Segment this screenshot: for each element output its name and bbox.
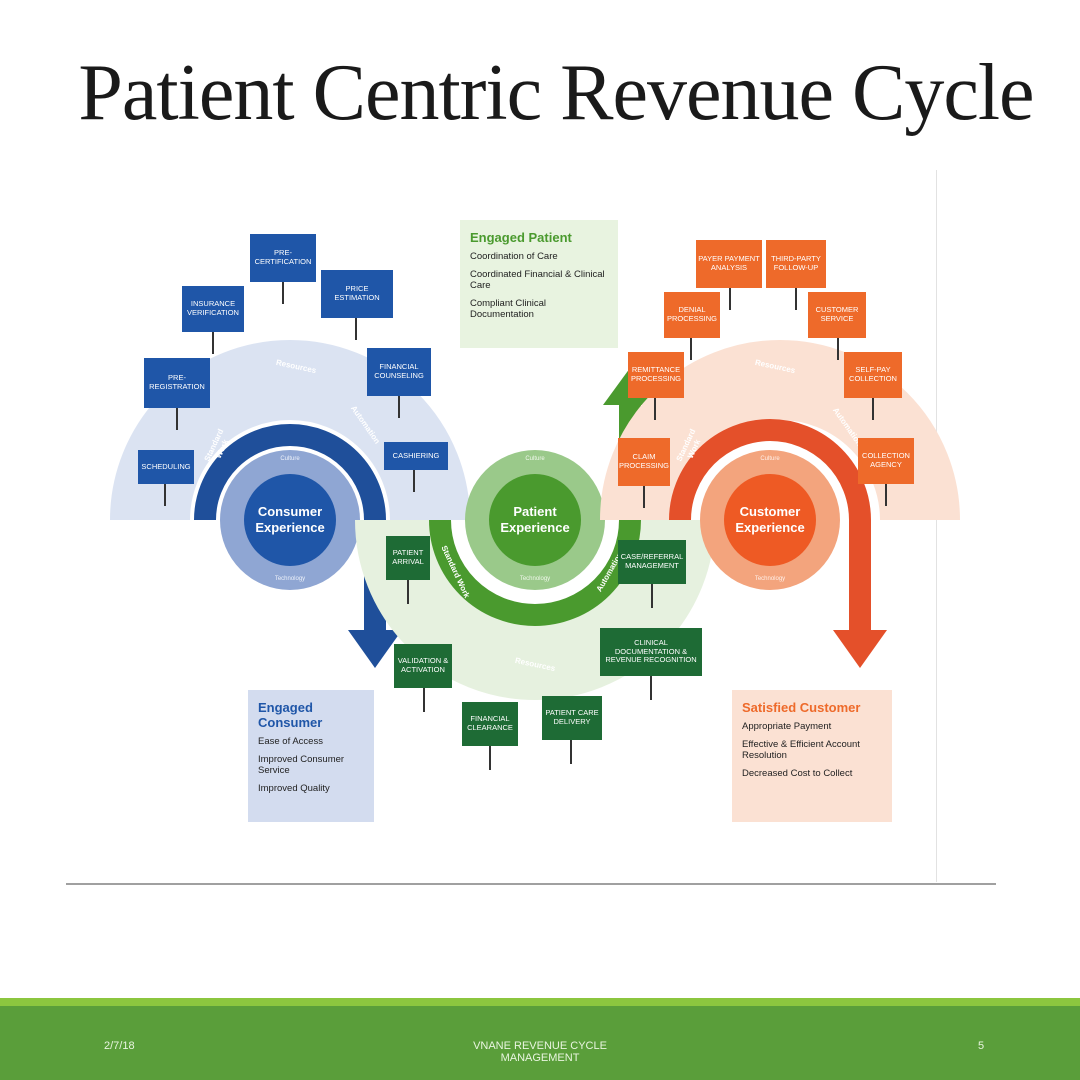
patient-outer-band bbox=[355, 518, 715, 700]
step-validation-activation: VALIDATION & ACTIVATION bbox=[394, 644, 452, 688]
satisfied-customer-item: Decreased Cost to Collect bbox=[742, 768, 853, 779]
step-financial-clearance: FINANCIAL CLEARANCE bbox=[462, 702, 518, 746]
engaged-patient-title: Engaged Patient bbox=[470, 230, 572, 245]
footer-page-number: 5 bbox=[978, 1040, 985, 1052]
step-insurance-verification: INSURANCE VERIFICATION bbox=[182, 286, 244, 332]
patient-experience-hub: Patient Experience bbox=[500, 503, 570, 535]
satisfied-customer-item: Effective & Efficient Account Resolution bbox=[742, 739, 860, 761]
step-case-referral-management: CASE/REFERRAL MANAGEMENT bbox=[618, 540, 686, 584]
engaged-patient-item: Coordination of Care bbox=[470, 251, 558, 262]
customer-ring-technology: Technology bbox=[754, 575, 786, 582]
step-payer-payment-analysis: PAYER PAYMENT ANALYSIS bbox=[696, 240, 762, 288]
consumer-experience-hub: Consumer Experience bbox=[255, 503, 325, 535]
step-clinical-documentation: CLINICAL DOCUMENTATION & REVENUE RECOGNI… bbox=[600, 628, 702, 676]
engaged-consumer-item: Improved Consumer Service bbox=[258, 754, 345, 776]
step-cashiering: CASHIERING bbox=[384, 442, 448, 470]
footer-date: 2/7/18 bbox=[104, 1040, 135, 1052]
step-third-party-follow-up: THIRD-PARTY FOLLOW-UP bbox=[766, 240, 826, 288]
engaged-consumer-item: Improved Quality bbox=[258, 783, 330, 794]
step-patient-care-delivery: PATIENT CARE DELIVERY bbox=[542, 696, 602, 740]
slide-footer bbox=[0, 998, 1080, 1080]
step-self-pay-collection: SELF-PAY COLLECTION bbox=[844, 352, 902, 398]
engaged-patient-item: Compliant Clinical Documentation bbox=[470, 298, 547, 320]
engaged-consumer-box: Engaged Consumer Ease of Access Improved… bbox=[248, 690, 374, 822]
patient-hub-core bbox=[489, 474, 581, 566]
consumer-arrow-body bbox=[194, 424, 386, 640]
consumer-hub-core bbox=[244, 474, 336, 566]
footer-stripe bbox=[0, 998, 1080, 1006]
footer-center-text: VNANE REVENUE CYCLE MANAGEMENT bbox=[473, 1040, 607, 1064]
step-financial-counseling: FINANCIAL COUNSELING bbox=[367, 348, 431, 396]
engaged-consumer-title: Engaged Consumer bbox=[258, 700, 323, 730]
step-pre-certification: PRE-CERTIFICATION bbox=[250, 234, 316, 282]
step-denial-processing: DENIAL PROCESSING bbox=[664, 292, 720, 338]
customer-arrow-body bbox=[669, 419, 871, 640]
step-scheduling: SCHEDULING bbox=[138, 450, 194, 484]
customer-hub-core bbox=[724, 474, 816, 566]
divider-line bbox=[66, 883, 996, 885]
customer-experience-hub: Customer Experience bbox=[735, 503, 805, 535]
satisfied-customer-title: Satisfied Customer bbox=[742, 700, 861, 715]
patient-ring-culture: Culture bbox=[525, 455, 545, 462]
consumer-arrow-head bbox=[348, 630, 402, 668]
step-collection-agency: COLLECTION AGENCY bbox=[858, 438, 914, 484]
step-claim-processing: CLAIM PROCESSING bbox=[618, 438, 670, 486]
satisfied-customer-item: Appropriate Payment bbox=[742, 721, 832, 732]
consumer-ring-technology: Technology bbox=[274, 575, 306, 582]
step-patient-arrival: PATIENT ARRIVAL bbox=[386, 536, 430, 580]
consumer-ring-culture: Culture bbox=[280, 455, 300, 462]
step-pre-registration: PRE-REGISTRATION bbox=[144, 358, 210, 408]
customer-arrow-head bbox=[833, 630, 887, 668]
step-connectors bbox=[164, 282, 887, 770]
satisfied-customer-box: Satisfied Customer Appropriate Payment E… bbox=[732, 690, 892, 822]
patient-cycle bbox=[355, 368, 715, 700]
slide-title: Patient Centric Revenue Cycle bbox=[78, 49, 1034, 137]
engaged-patient-item: Coordinated Financial & Clinical Care bbox=[470, 269, 605, 291]
step-remittance-processing: REMITTANCE PROCESSING bbox=[628, 352, 684, 398]
customer-ring-culture: Culture bbox=[760, 455, 780, 462]
engaged-patient-box: Engaged Patient Coordination of Care Coo… bbox=[460, 220, 618, 348]
step-customer-service: CUSTOMER SERVICE bbox=[808, 292, 866, 338]
step-price-estimation: PRICE ESTIMATION bbox=[321, 270, 393, 318]
patient-ring-technology: Technology bbox=[519, 575, 551, 582]
engaged-consumer-item: Ease of Access bbox=[258, 736, 323, 747]
